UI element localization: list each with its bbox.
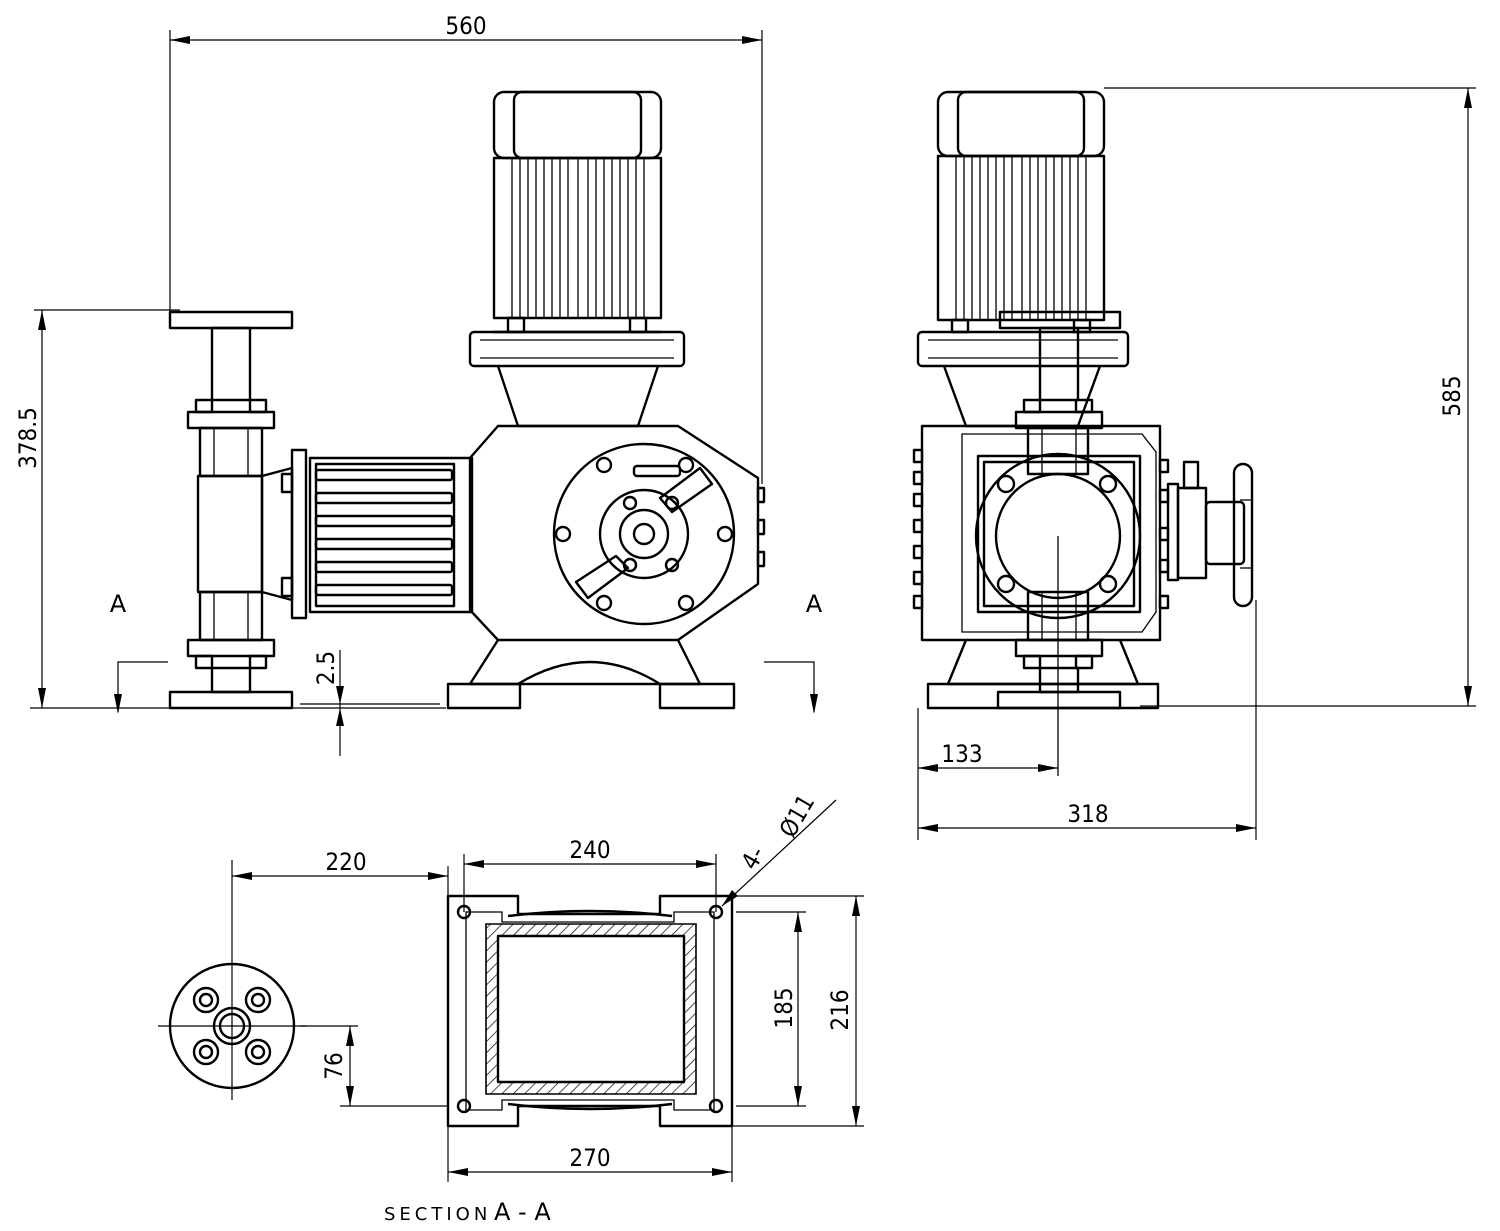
pump-chamber-side (974, 452, 1142, 776)
section-mark-left: A (110, 590, 127, 618)
dim-base-depth: 216 (826, 989, 854, 1030)
stroke-adjust-knob (1166, 460, 1254, 608)
base-front (446, 639, 736, 710)
section-caption-prefix: SECTION (384, 1204, 491, 1225)
dim-side-width: 318 (1067, 800, 1108, 828)
base-side (926, 639, 1160, 710)
gearbox-side (912, 424, 1170, 642)
section-a-a-view (446, 894, 734, 1128)
dimension-labels: 560 378.5 2.5 585 133 318 220 240 4- Ø11… (14, 12, 1466, 1226)
dimension-lines (30, 30, 1476, 1182)
section-mark-right: A (806, 590, 823, 618)
dim-base-width: 270 (569, 1144, 610, 1172)
dim-overall-height: 585 (1438, 375, 1466, 416)
side-view (912, 90, 1254, 776)
dim-flange-center: 76 (320, 1052, 348, 1079)
dim-side-offset: 133 (941, 740, 982, 768)
piping-front (168, 310, 294, 710)
dim-hole-spacing-y: 185 (770, 987, 798, 1028)
dim-hole-spacing-x: 240 (569, 836, 610, 864)
motor-front (468, 90, 686, 368)
dim-hole-note-prefix: 4- (736, 842, 771, 875)
dim-overall-width: 560 (445, 12, 486, 40)
dim-flange-offset: 220 (325, 848, 366, 876)
dim-inlet-height: 378.5 (14, 407, 42, 469)
motor-side (916, 90, 1130, 368)
piping-side (996, 310, 1122, 710)
flange-bottom-view (158, 860, 306, 1100)
front-view (168, 90, 766, 710)
dim-hole-note-dia: Ø11 (774, 790, 820, 843)
pump-head-front (196, 448, 474, 620)
section-caption-letters: A - A (494, 1198, 551, 1226)
adapter-neck (496, 365, 660, 428)
gearbox-front (468, 424, 766, 642)
dim-base-offset: 2.5 (312, 651, 340, 685)
